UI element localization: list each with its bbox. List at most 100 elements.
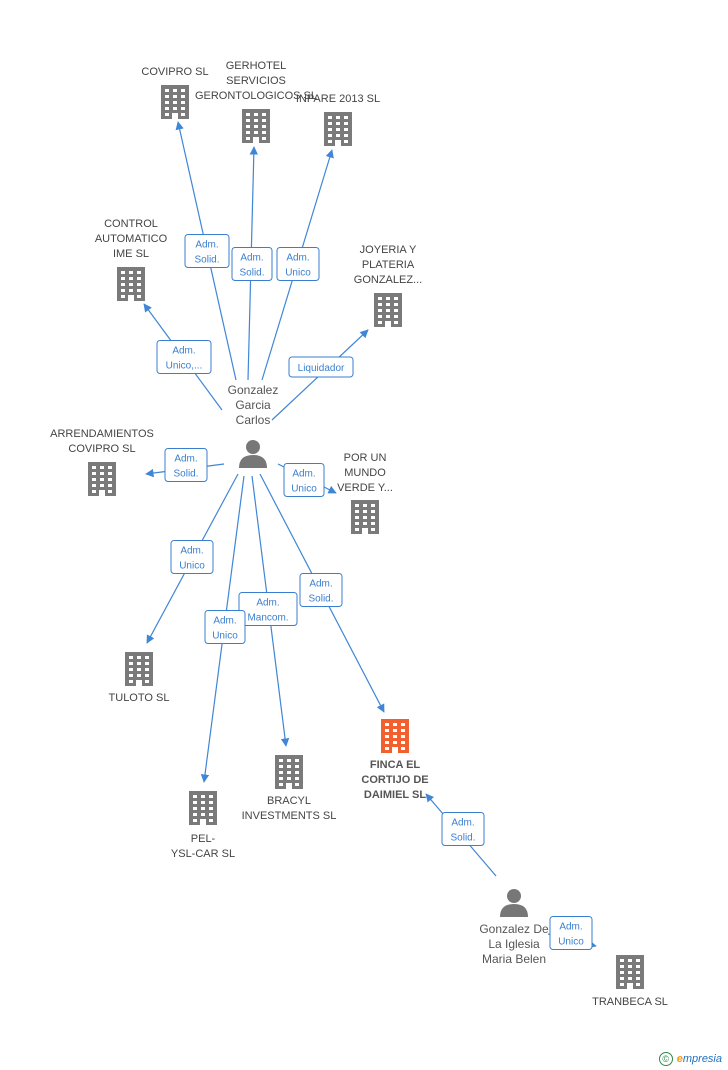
node-label: DAIMIEL SL [364, 789, 426, 801]
node-porun[interactable]: POR UN MUNDO VERDE Y... [337, 452, 393, 534]
edge-label-box[interactable]: Adm. Unico [276, 247, 320, 281]
edge-label-box[interactable]: Adm. Unico,... [156, 340, 212, 374]
edge-label-frame [204, 610, 246, 644]
node-pel[interactable]: PEL- YSL-CAR SL [171, 791, 235, 860]
edge-label-box[interactable]: Adm. Solid. [299, 573, 343, 607]
empresia-logo[interactable]: ©empresia [658, 1052, 722, 1066]
node-covipro[interactable]: COVIPRO SL [141, 66, 209, 119]
edge-label-box[interactable]: Adm. Mancom. [238, 592, 298, 626]
node-label: CORTIJO DE [361, 774, 428, 786]
edge-label-box[interactable]: Adm. Unico [549, 916, 593, 950]
node-finca[interactable]: FINCA EL CORTIJO DE DAIMIEL SL [361, 719, 429, 801]
node-bracyl[interactable]: BRACYL INVESTMENTS SL [242, 755, 337, 822]
edge-label-frame [156, 340, 212, 374]
edge-label-text: Adm. [172, 346, 195, 357]
person-icon [239, 440, 267, 468]
person-icon [500, 889, 528, 917]
node-label: VERDE Y... [337, 482, 393, 494]
edge-label-box[interactable]: Adm.Solid. [441, 812, 485, 846]
edge-label-text: Solid. [308, 594, 333, 605]
building-icon [275, 755, 303, 789]
edge-label-text: Adm. [559, 922, 582, 933]
edge-label-box[interactable]: Adm. Solid. [164, 448, 208, 482]
node-label: ARRENDAMIENTOS [50, 428, 154, 440]
node-label: GERONTOLOGICOS SL [195, 90, 317, 102]
edge-label-text: Adm. [286, 253, 309, 264]
node-label: La Iglesia [488, 937, 540, 951]
edge-label-frame [441, 812, 485, 846]
edge-label-text: Liquidador [298, 363, 345, 374]
node-label: JOYERIA Y [360, 244, 417, 256]
node-tranbeca[interactable]: TRANBECA SL [592, 955, 668, 1008]
node-label: COVIPRO SL [68, 443, 135, 455]
edge-label-text: Solid. [173, 469, 198, 480]
edge-label-text: Adm. [195, 240, 218, 251]
edge-label-text: Solid. [194, 255, 219, 266]
edge-label-text: Adm. [174, 454, 197, 465]
edge-label-frame [276, 247, 320, 281]
edge-label-frame [299, 573, 343, 607]
node-tuloto[interactable]: TULOTO SL [109, 652, 170, 704]
node-label: FINCA EL [370, 759, 421, 771]
edge-label-text: Unico [291, 484, 317, 495]
edge-label-text: Adm. [256, 598, 279, 609]
building-icon [374, 293, 402, 327]
node-inpare[interactable]: INPARE 2013 SL [296, 93, 380, 146]
edge-label-text: Unico,... [166, 361, 203, 372]
edge-label-frame [238, 592, 298, 626]
edge-label-box[interactable]: Adm. Solid. [184, 234, 230, 268]
edge-label-frame [231, 247, 273, 281]
node-label: POR UN [344, 452, 387, 464]
edge-label-box[interactable]: Adm. Unico [283, 463, 325, 497]
node-label: GERHOTEL [226, 60, 287, 72]
edge-label-box[interactable]: Adm.Unico [204, 610, 246, 644]
edge-label-text: Adm. [292, 469, 315, 480]
edge-label-text: Adm. [309, 579, 332, 590]
node-label: Maria Belen [482, 952, 546, 966]
edge-label-frame [164, 448, 208, 482]
edge-label-text: Adm. [451, 818, 474, 829]
node-label: Garcia [235, 398, 271, 412]
node-label: PEL- [191, 833, 216, 845]
edge-label-frame [184, 234, 230, 268]
edge-label-box[interactable]: Adm.Solid. [231, 247, 273, 281]
node-label: Carlos [236, 413, 271, 427]
edge-label-frame [288, 356, 354, 378]
edge-label-text: Adm. [180, 546, 203, 557]
building-icon [189, 791, 217, 825]
edge-label-text: Adm. [213, 616, 236, 627]
node-label: SERVICIOS [226, 75, 286, 87]
building-icon [324, 112, 352, 146]
node-gerhotel[interactable]: GERHOTEL SERVICIOS GERONTOLOGICOS SL [195, 60, 317, 143]
node-label: CONTROL [104, 218, 158, 230]
edge-label-frame [170, 540, 214, 574]
node-label: BRACYL [267, 795, 311, 807]
node-joyeria[interactable]: JOYERIA Y PLATERIA GONZALEZ... [354, 244, 422, 327]
node-label: MUNDO [344, 467, 386, 479]
edge-label-text: Unico [558, 937, 584, 948]
edge-label-frame [549, 916, 593, 950]
copyright-icon: © [658, 1052, 673, 1066]
building-icon [242, 109, 270, 143]
building-icon [351, 500, 379, 534]
node-label: TRANBECA SL [592, 996, 668, 1008]
edge-label-text: Unico [285, 268, 311, 279]
edge-label-box[interactable]: Adm. Unico [170, 540, 214, 574]
edge-label-box[interactable]: Liquidador [288, 356, 354, 378]
node-label: INVESTMENTS SL [242, 810, 337, 822]
node-arrend[interactable]: ARRENDAMIENTOS COVIPRO SL [50, 428, 154, 496]
edge-label-frame [283, 463, 325, 497]
edge-label-text: Mancom. [247, 613, 288, 624]
node-label: PLATERIA [362, 259, 415, 271]
node-label: YSL-CAR SL [171, 848, 235, 860]
node-label: GONZALEZ... [354, 274, 422, 286]
edge-label-text: Unico [179, 561, 205, 572]
node-label: TULOTO SL [109, 692, 170, 704]
node-label: IME SL [113, 248, 149, 260]
building-icon [125, 652, 153, 686]
building-icon [117, 267, 145, 301]
